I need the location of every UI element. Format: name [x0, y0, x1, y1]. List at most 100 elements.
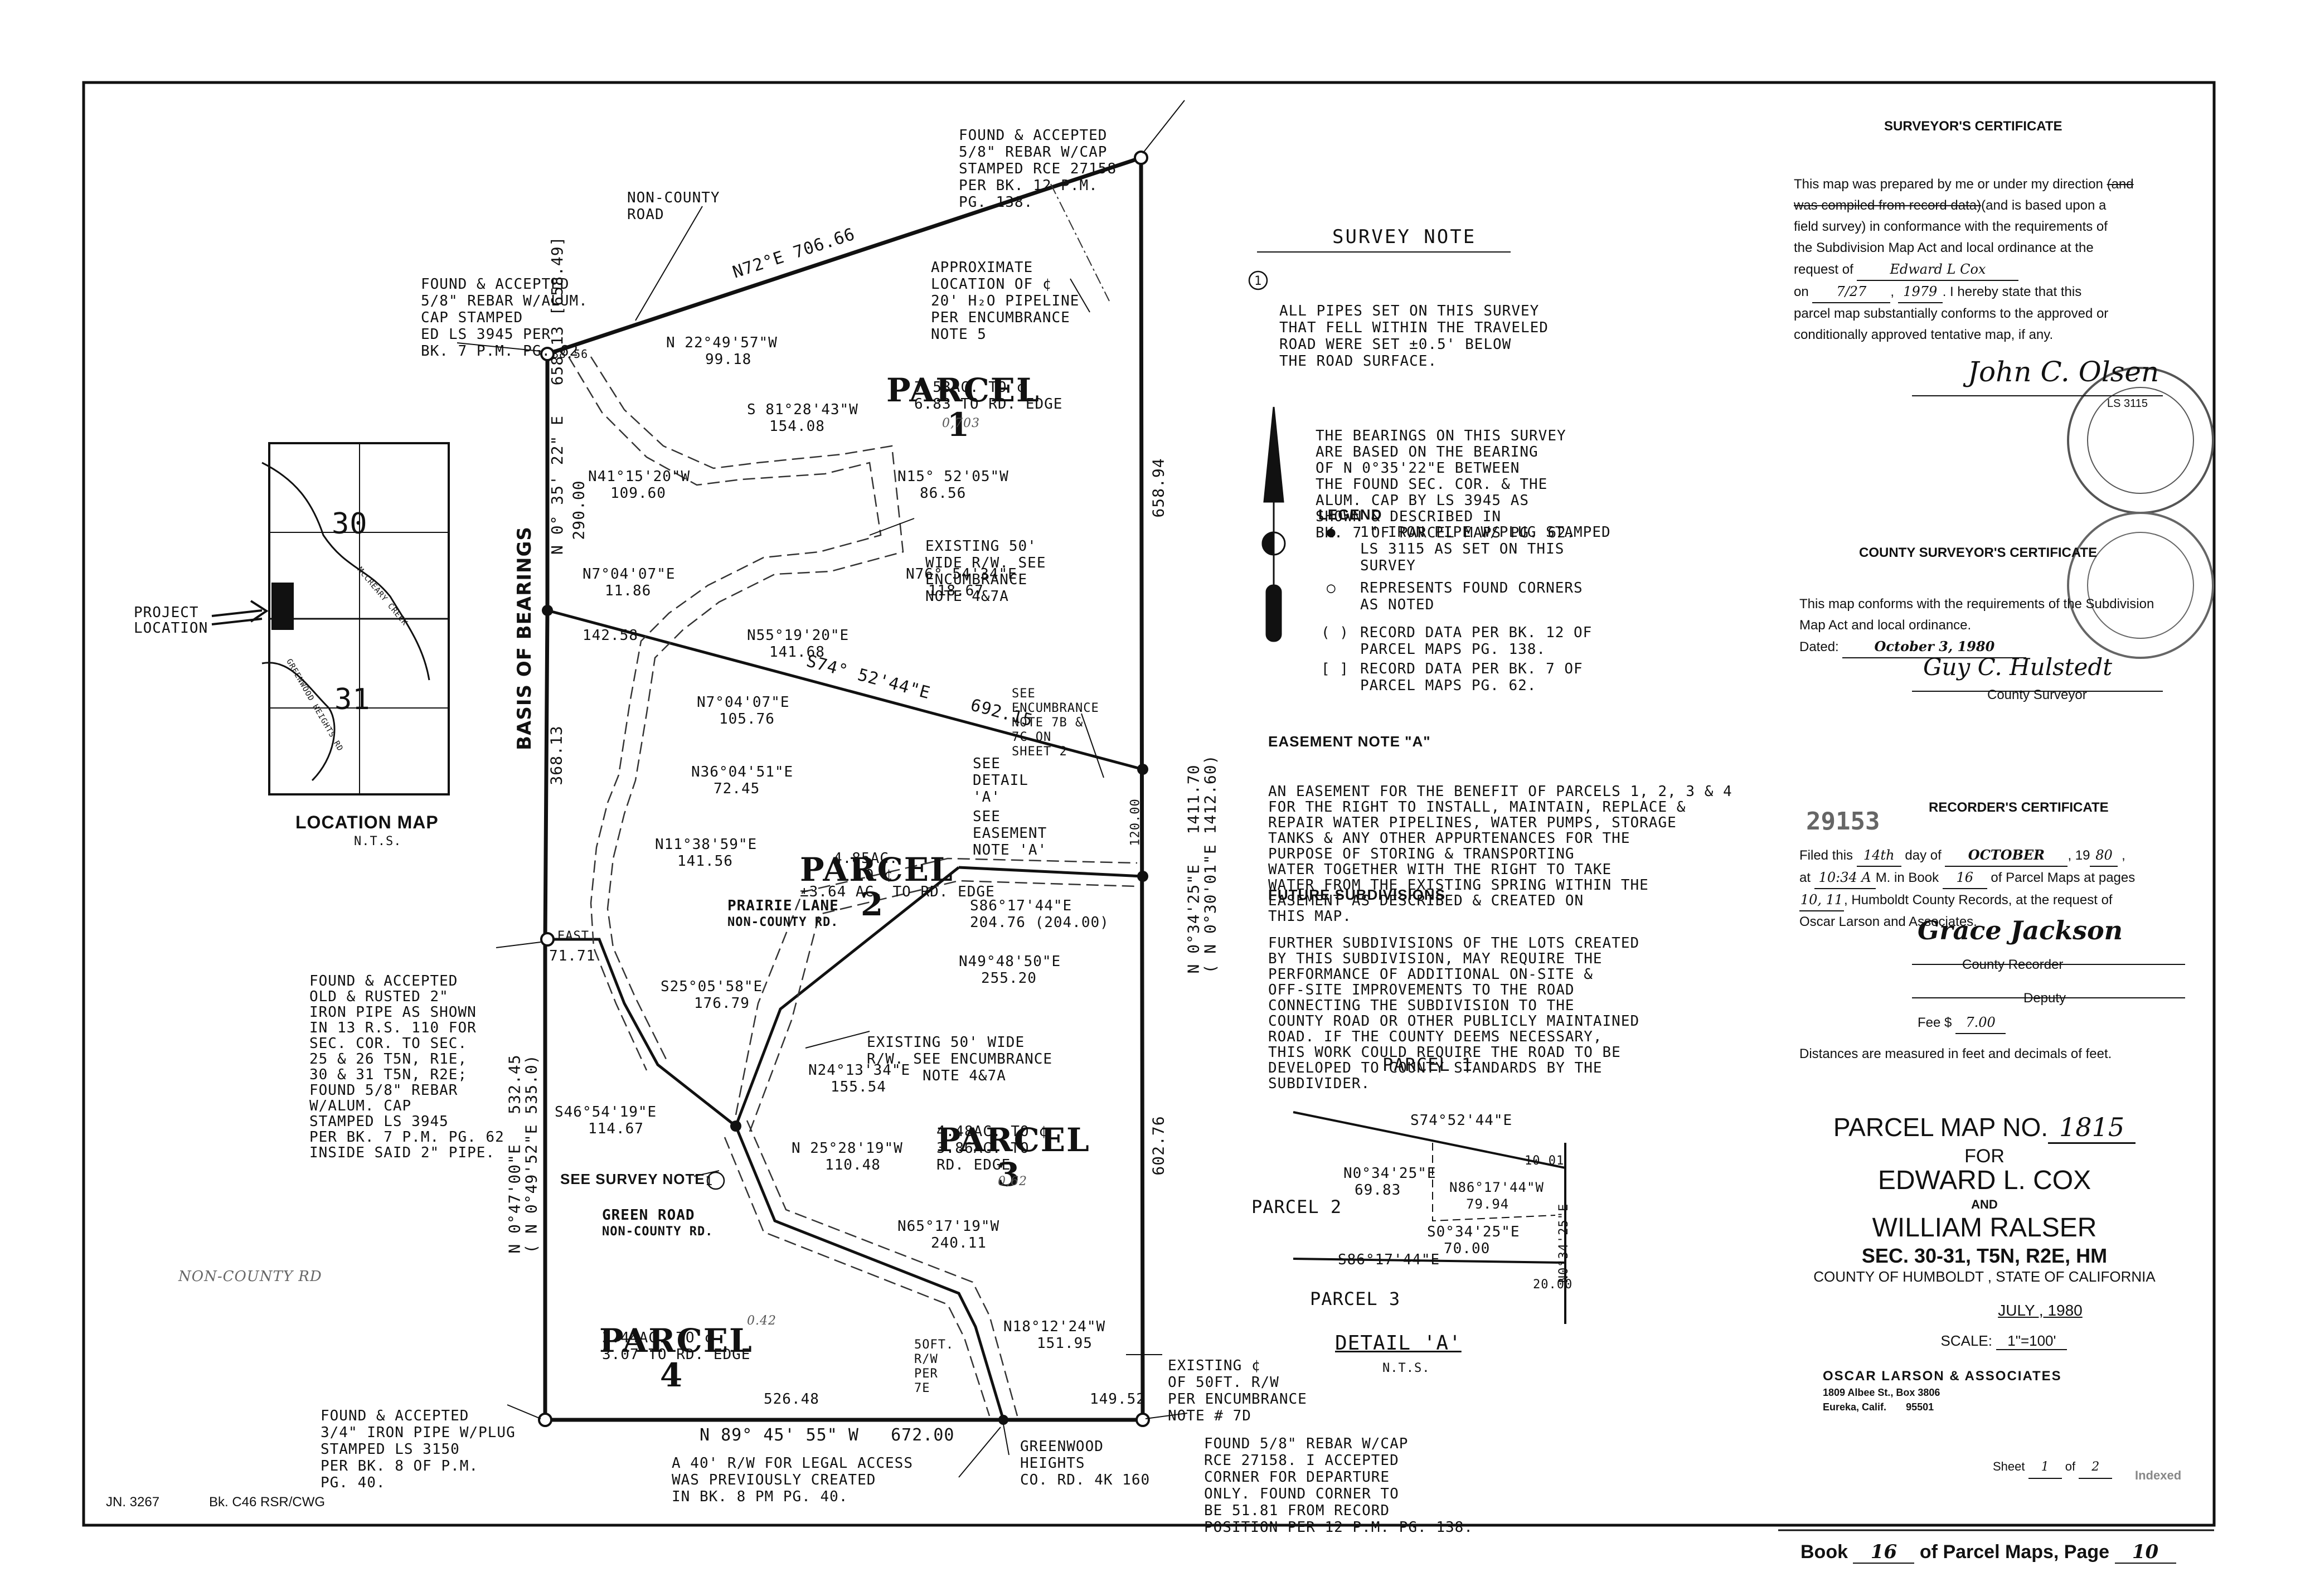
survey-note-number: 1 [1254, 274, 1263, 288]
parcel-3-note: 0,62 [998, 1175, 1027, 1188]
location-section-31: 31 [334, 683, 371, 716]
surveyor-signature: John C. Olsen [1968, 356, 2159, 388]
surveyor-seal [2067, 367, 2214, 659]
county-surveyor-signature: Guy C. Hulstedt [1923, 653, 2113, 681]
bearing-bottom: N 89° 45' 55" W 672.00 [700, 1425, 955, 1445]
dist-368: 368.13 [547, 725, 566, 785]
dist-526: 526.48 [764, 1391, 819, 1408]
parcel-4-area: 3.44AC. TO ¢3.07 TO RD. EDGE [602, 1330, 751, 1363]
recorder-deputy: Deputy [2023, 991, 2066, 1006]
recorder-cert-title: RECORDER'S CERTIFICATE [1929, 800, 2109, 815]
distances-note: Distances are measured in feet and decim… [1799, 1046, 2112, 1061]
title-owner-2: WILLIAM RALSER [1872, 1213, 2097, 1243]
leader-lines [457, 100, 1188, 1478]
title-for: FOR [1964, 1146, 2005, 1167]
dist-658: 658.94 [1149, 458, 1168, 518]
survey-note-title: SURVEY NOTE [1332, 226, 1477, 248]
location-map-nts: N.T.S. [354, 835, 402, 848]
handwritten-noncounty: NON-COUNTY RD [178, 1268, 322, 1285]
easement-note-text: AN EASEMENT FOR THE BENEFIT OF PARCELS 1… [1268, 783, 1732, 925]
bearing-west-lower: N 0°47'00"E 532.45( N 0°49'52"E 535.0) [505, 1054, 541, 1254]
county-surveyor-cert-body: This map conforms with the requirements … [1799, 594, 2212, 658]
title-parcel-map-no: PARCEL MAP NO.1815 [1806, 1112, 2163, 1144]
dist-71: 71.71 [549, 948, 596, 964]
parcel-2-area: 4.85AC.TO ¢±3.64 AC. TO RD. EDGE [800, 850, 995, 900]
north-arrow [1261, 406, 1286, 642]
see-survey-note: SEE SURVEY NOTE [560, 1171, 705, 1187]
detail-bearing-5: S86°17'44"E [1338, 1251, 1440, 1268]
footer-book-ref: Bk. C46 RSR/CWG [209, 1495, 326, 1510]
parcel-1-area: 7.53AC. TO ¢6.83 TO RD. EDGE [914, 379, 1063, 413]
dist-142: 142.58 [583, 627, 638, 644]
title-owner-1: EDWARD L. COX [1877, 1166, 2091, 1195]
title-and: AND [1971, 1197, 1998, 1211]
sheet-number: Sheet 1 of 2 [1993, 1456, 2113, 1479]
easement-note-title: EASEMENT NOTE "A" [1268, 733, 1431, 750]
footer-book-page: Book 16 of Parcel Maps, Page 10 [1800, 1541, 2176, 1564]
detail-parcel-3: PARCEL 3 [1310, 1288, 1401, 1309]
location-map-title: LOCATION MAP [295, 812, 439, 832]
future-subdivisions-text: FURTHER SUBDIVISIONS OF THE LOTS CREATED… [1268, 935, 1640, 1092]
dist-149: 149.52 [1090, 1391, 1146, 1408]
footer-job-number: JN. 3267 [106, 1495, 160, 1510]
road-edges [567, 356, 1138, 1416]
parcel-4-note: 0.42 [747, 1314, 776, 1328]
county-surveyor-role: County Surveyor [1987, 687, 2087, 702]
detail-bearing-1: S74°52'44"E [1410, 1112, 1513, 1129]
firm-name: OSCAR LARSON & ASSOCIATES [1823, 1369, 2062, 1384]
parcel-lines [547, 609, 1143, 1420]
title-section: SEC. 30-31, T5N, R2E, HM [1861, 1244, 2108, 1267]
title-date: JULY , 1980 [1998, 1302, 2083, 1319]
location-map-drawing [211, 442, 450, 795]
detail-a-title: DETAIL 'A' [1335, 1332, 1462, 1355]
detail-bearing-6: N0°34'25"E [1557, 1203, 1571, 1283]
basis-of-bearings: BASIS OF BEARINGS [513, 526, 536, 750]
surveyor-cert-title: SURVEYOR'S CERTIFICATE [1884, 119, 2062, 134]
title-county: COUNTY OF HUMBOLDT , STATE OF CALIFORNIA [1813, 1268, 2156, 1285]
detail-dist-1: 10.01 [1525, 1154, 1565, 1168]
dist-290: 290.00 [569, 480, 588, 540]
parcel-1-note: 0,703 [942, 416, 980, 430]
surveyor-cert-body: This map was prepared by me or under my … [1794, 177, 2134, 342]
detail-a-nts: N.T.S. [1382, 1361, 1430, 1375]
recorder-stamp-number: 29153 [1806, 807, 1880, 836]
location-section-30: 30 [332, 507, 368, 541]
